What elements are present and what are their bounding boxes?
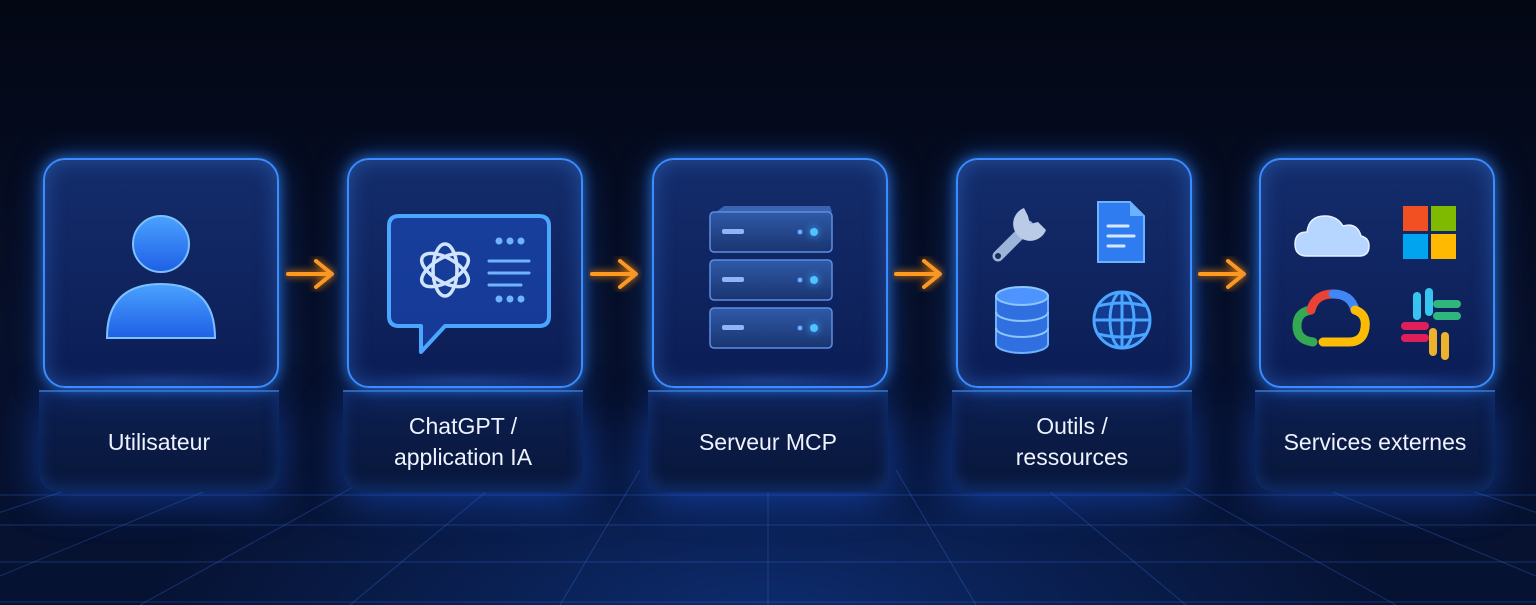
chat-bubble-icon (349, 160, 581, 386)
node-mcp-card (652, 158, 888, 388)
node-services-label-line-1: Services externes (1283, 428, 1467, 455)
openai-logo-icon (419, 242, 471, 298)
node-tools: Outils / ressources (952, 158, 1192, 494)
user-icon (45, 160, 277, 386)
node-services-card (1259, 158, 1495, 388)
node-chatgpt-label: ChatGPT / application IA (343, 392, 583, 492)
node-chatgpt-label-line-2: application IA (393, 444, 533, 470)
node-user-label-line-1: Utilisateur (107, 428, 211, 455)
arrow-user-to-chatgpt (286, 259, 334, 289)
arrow-mcp-to-tools (894, 259, 942, 289)
database-icon (995, 286, 1049, 354)
grid-floor (0, 470, 1536, 605)
node-chatgpt: ChatGPT / application IA (343, 158, 583, 494)
node-tools-label-line-2: ressources (1015, 444, 1129, 470)
node-chatgpt-card (347, 158, 583, 388)
node-tools-card (956, 158, 1192, 388)
wrench-icon (992, 208, 1046, 262)
node-chatgpt-label-line-1: ChatGPT / (408, 413, 518, 439)
document-icon (1097, 201, 1145, 263)
node-tools-label-line-1: Outils / (1036, 413, 1108, 439)
google-cloud-logo-icon (1292, 289, 1370, 347)
node-user: Utilisateur (39, 158, 279, 494)
node-user-label: Utilisateur (39, 392, 279, 492)
node-mcp-label: Serveur MCP (648, 392, 888, 492)
node-services-label: Services externes (1255, 392, 1495, 492)
microsoft-logo-icon (1403, 206, 1456, 259)
arrow-tools-to-services (1198, 259, 1246, 289)
node-mcp-label-line-1: Serveur MCP (698, 428, 838, 455)
node-user-card (43, 158, 279, 388)
arrow-chatgpt-to-mcp (590, 259, 638, 289)
node-tools-label: Outils / ressources (952, 392, 1192, 492)
server-stack-icon (654, 160, 886, 386)
node-user-plinth: Utilisateur (39, 390, 279, 492)
node-mcp-plinth: Serveur MCP (648, 390, 888, 492)
globe-icon (1092, 290, 1152, 350)
node-chatgpt-plinth: ChatGPT / application IA (343, 390, 583, 492)
node-services: Services externes (1255, 158, 1495, 494)
slack-logo-icon (1401, 288, 1461, 360)
node-tools-plinth: Outils / ressources (952, 390, 1192, 492)
node-mcp: Serveur MCP (648, 158, 888, 494)
cloud-icon (1294, 215, 1370, 257)
node-services-plinth: Services externes (1255, 390, 1495, 492)
